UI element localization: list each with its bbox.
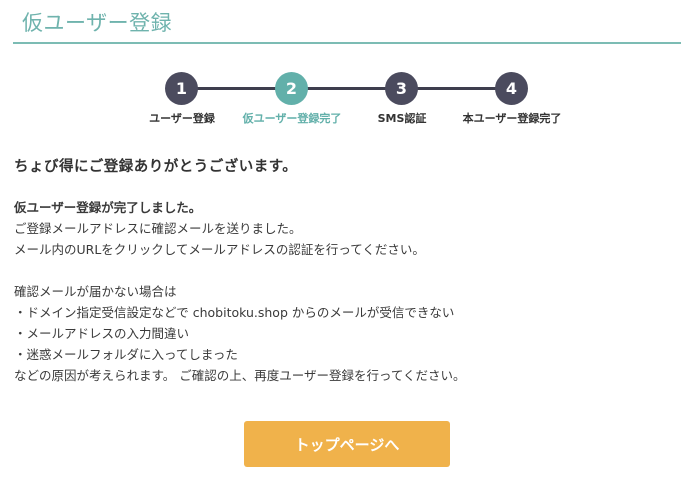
- page-title: 仮ユーザー登録: [22, 11, 173, 35]
- message-line: などの原因が考えられます。 ご確認の上、再度ユーザー登録を行ってください。: [14, 368, 466, 383]
- thanks-heading: ちょび得にご登録ありがとうございます。: [14, 159, 298, 175]
- progress-stepper: 1 2 3 4 ユーザー登録 仮ユーザー登録完了 SMS認証 本ユーザー登録完了: [0, 70, 688, 130]
- spacer: [14, 260, 674, 281]
- message-line: 確認メールが届かない場合は: [14, 284, 177, 299]
- title-divider: [13, 42, 681, 44]
- step-4-circle: 4: [495, 72, 528, 105]
- message-line: メール内のURLをクリックしてメールアドレスの認証を行ってください。: [14, 242, 425, 257]
- stepper-line: [182, 87, 512, 90]
- top-page-button[interactable]: トップページへ: [244, 421, 450, 467]
- step-1-circle: 1: [165, 72, 198, 105]
- step-2-circle: 2: [275, 72, 308, 105]
- step-3-circle: 3: [385, 72, 418, 105]
- step-3-label: SMS認証: [377, 112, 427, 125]
- step-1-label: ユーザー登録: [149, 112, 215, 125]
- complete-heading: 仮ユーザー登録が完了しました。: [14, 200, 202, 215]
- message-line: ・迷惑メールフォルダに入ってしまった: [14, 347, 238, 362]
- step-2-label: 仮ユーザー登録完了: [242, 112, 342, 125]
- message-line: ・メールアドレスの入力間違い: [14, 326, 190, 341]
- registration-message: 仮ユーザー登録が完了しました。 ご登録メールアドレスに確認メールを送りました。 …: [14, 197, 674, 386]
- message-line: ご登録メールアドレスに確認メールを送りました。: [14, 221, 302, 236]
- step-4-label: 本ユーザー登録完了: [462, 112, 562, 125]
- message-line: ・ドメイン指定受信設定などで chobitoku.shop からのメールが受信で…: [14, 305, 455, 320]
